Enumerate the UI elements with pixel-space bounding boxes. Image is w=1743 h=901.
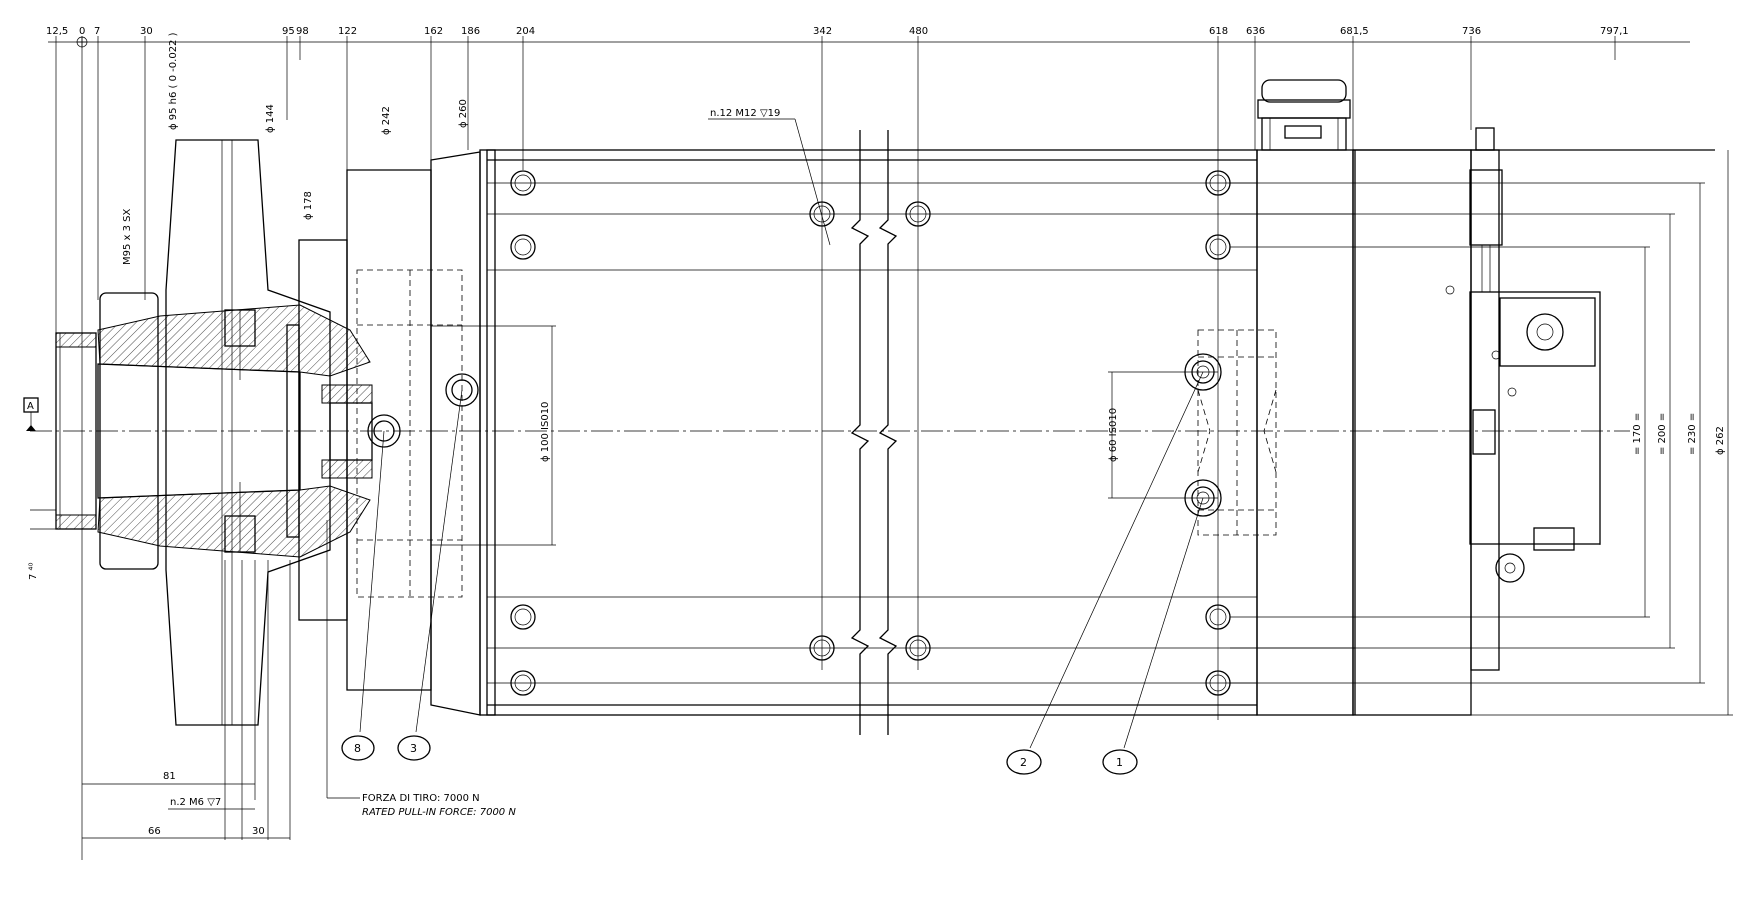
- dim-d100: ϕ 100 IS010: [540, 402, 551, 462]
- callout-label: 1: [1116, 756, 1123, 769]
- top-dim-label: 95: [282, 26, 295, 37]
- right-dim-170: = 170 =: [1632, 413, 1643, 455]
- top-dim-label: 681,5: [1340, 26, 1369, 37]
- callout-label: 2: [1020, 756, 1027, 769]
- top-dim-label: 636: [1246, 26, 1265, 37]
- bottom-dim-66: 66: [148, 826, 161, 837]
- top-dim-label: 736: [1462, 26, 1481, 37]
- bottom-dim-m6: n.2 M6 ▽7: [170, 797, 221, 808]
- callout-label: 8: [354, 742, 361, 755]
- datum-marker: A: [23, 397, 39, 431]
- dim-d260: ϕ 260: [458, 99, 469, 128]
- chuck-body: [55, 139, 496, 726]
- right-dim-262: ϕ 262: [1715, 426, 1726, 455]
- top-dim-label: 342: [813, 26, 832, 37]
- callout-2: 2: [1006, 371, 1204, 775]
- top-dim-label: 618: [1209, 26, 1228, 37]
- dim-d144: ϕ 144: [265, 104, 276, 133]
- holes-annotation: n.12 M12 ▽19: [708, 108, 831, 246]
- top-dimension-ruler: 12,5 0 7 30 95 98 122 162 186 204 342 48…: [46, 26, 1690, 860]
- bolt-holes: [510, 170, 1231, 696]
- top-dim-label: 162: [424, 26, 443, 37]
- top-dim-label: 797,1: [1600, 26, 1629, 37]
- force-label-en: RATED PULL-IN FORCE: 7000 N: [362, 807, 516, 818]
- top-dim-label: 12,5: [46, 26, 68, 37]
- top-dim-label: 480: [909, 26, 928, 37]
- callout-3: 3: [397, 389, 463, 761]
- bottom-dim-30: 30: [252, 826, 265, 837]
- callout-8: 8: [341, 430, 385, 761]
- top-dim-label: 7: [94, 26, 100, 37]
- bottom-dimensions: 81 n.2 M6 ▽7 66 30: [82, 560, 291, 840]
- dim-d242: ϕ 242: [381, 106, 392, 135]
- datum-label: A: [27, 401, 34, 412]
- top-dim-label: 0: [79, 26, 85, 37]
- top-dim-label: 204: [516, 26, 535, 37]
- right-dim-230: = 230 =: [1687, 413, 1698, 455]
- right-module: [1256, 79, 1715, 716]
- dim-d95: ϕ 95 h6 ( 0 -0.022 ): [168, 32, 179, 130]
- dim-d60: ϕ 60 IS010: [1108, 408, 1119, 462]
- right-dimensions: = 170 = = 200 = = 230 = ϕ 262: [1230, 150, 1733, 716]
- top-dim-label: 98: [296, 26, 309, 37]
- bottom-dim-81: 81: [163, 771, 176, 782]
- thread-label: M95 x 3 SX: [122, 208, 133, 265]
- inner-dim-lines: [431, 325, 1218, 546]
- holes-label: n.12 M12 ▽19: [710, 108, 780, 119]
- top-dim-label: 186: [461, 26, 480, 37]
- callout-label: 3: [410, 742, 417, 755]
- left-diameter-labels: ϕ 95 h6 ( 0 -0.022 ) M95 x 3 SX ϕ 144 ϕ …: [28, 32, 1119, 580]
- force-annotation: FORZA DI TIRO: 7000 N RATED PULL-IN FORC…: [326, 520, 516, 818]
- top-dim-label: 30: [140, 26, 153, 37]
- left-small-dim: 7 ⁴⁰: [28, 562, 39, 580]
- callout-1: 1: [1102, 497, 1204, 775]
- dim-d178: ϕ 178: [303, 191, 314, 220]
- force-label-it: FORZA DI TIRO: 7000 N: [362, 793, 480, 804]
- top-dim-label: 122: [338, 26, 357, 37]
- main-body: [486, 130, 1355, 735]
- right-dim-200: = 200 =: [1657, 413, 1668, 455]
